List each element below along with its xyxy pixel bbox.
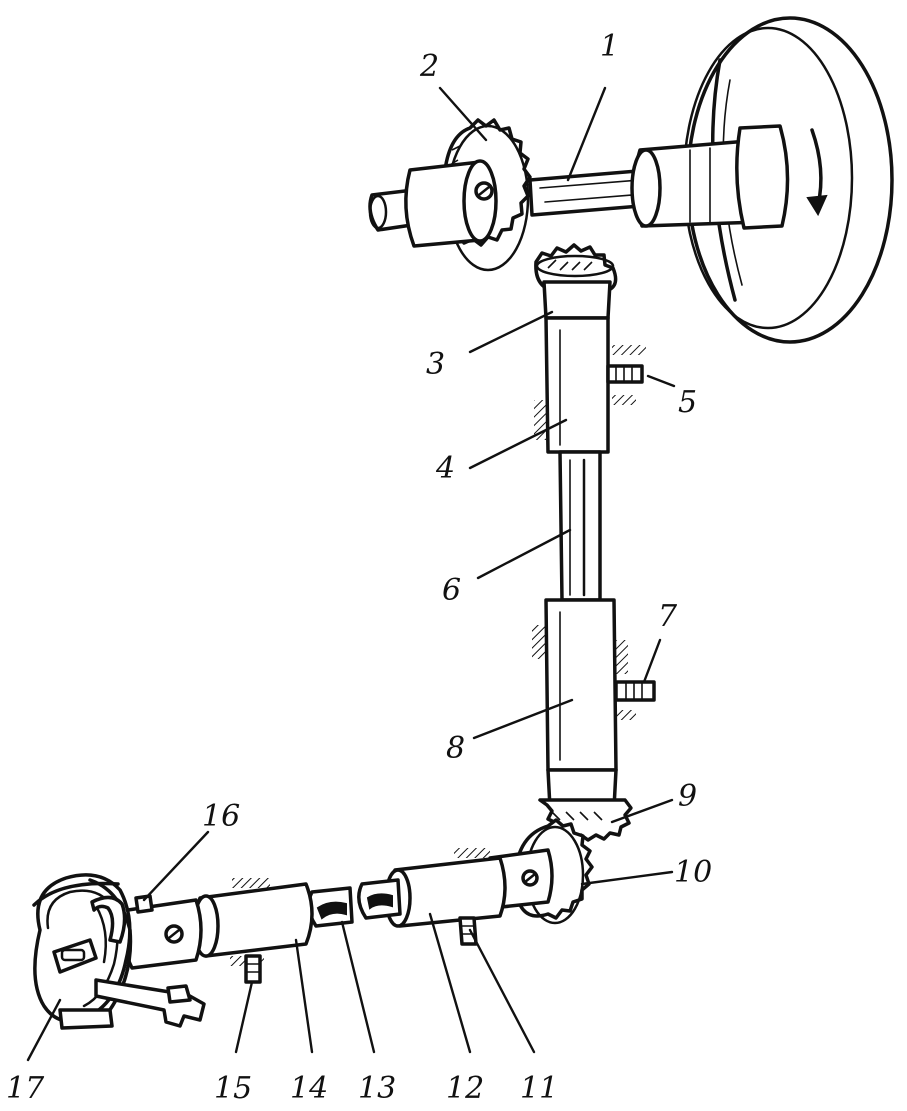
handwheel [682, 16, 894, 344]
main-shaft [368, 124, 790, 232]
label-5: 5 [678, 385, 697, 420]
label-16: 16 [202, 799, 240, 834]
upper-driving-gear [404, 118, 532, 272]
label-8: 8 [446, 731, 465, 766]
label-9: 9 [678, 779, 697, 814]
part-labels: 1 2 3 5 4 6 7 8 9 10 16 17 15 14 13 12 1… [6, 29, 712, 1106]
set-screw-11 [458, 916, 478, 946]
lower-shaft [192, 848, 554, 984]
label-2: 2 [419, 49, 439, 84]
label-1: 1 [600, 29, 619, 64]
label-6: 6 [442, 573, 461, 608]
set-screw-5 [606, 364, 644, 384]
label-17: 17 [6, 1071, 45, 1106]
label-10: 10 [674, 855, 712, 890]
rotary-hook-assembly [32, 873, 206, 1030]
label-15: 15 [214, 1071, 252, 1106]
label-4: 4 [435, 451, 455, 486]
set-screw-7 [614, 680, 656, 702]
vertical-shaft [532, 280, 656, 810]
label-11: 11 [520, 1071, 558, 1106]
leader-lines [26, 86, 676, 1062]
label-3: 3 [426, 347, 445, 382]
label-12: 12 [446, 1071, 484, 1106]
set-screw-15 [244, 954, 262, 984]
label-7: 7 [658, 599, 678, 634]
rotation-arrow-icon [806, 128, 828, 217]
label-14: 14 [290, 1071, 328, 1106]
label-13: 13 [358, 1071, 396, 1106]
